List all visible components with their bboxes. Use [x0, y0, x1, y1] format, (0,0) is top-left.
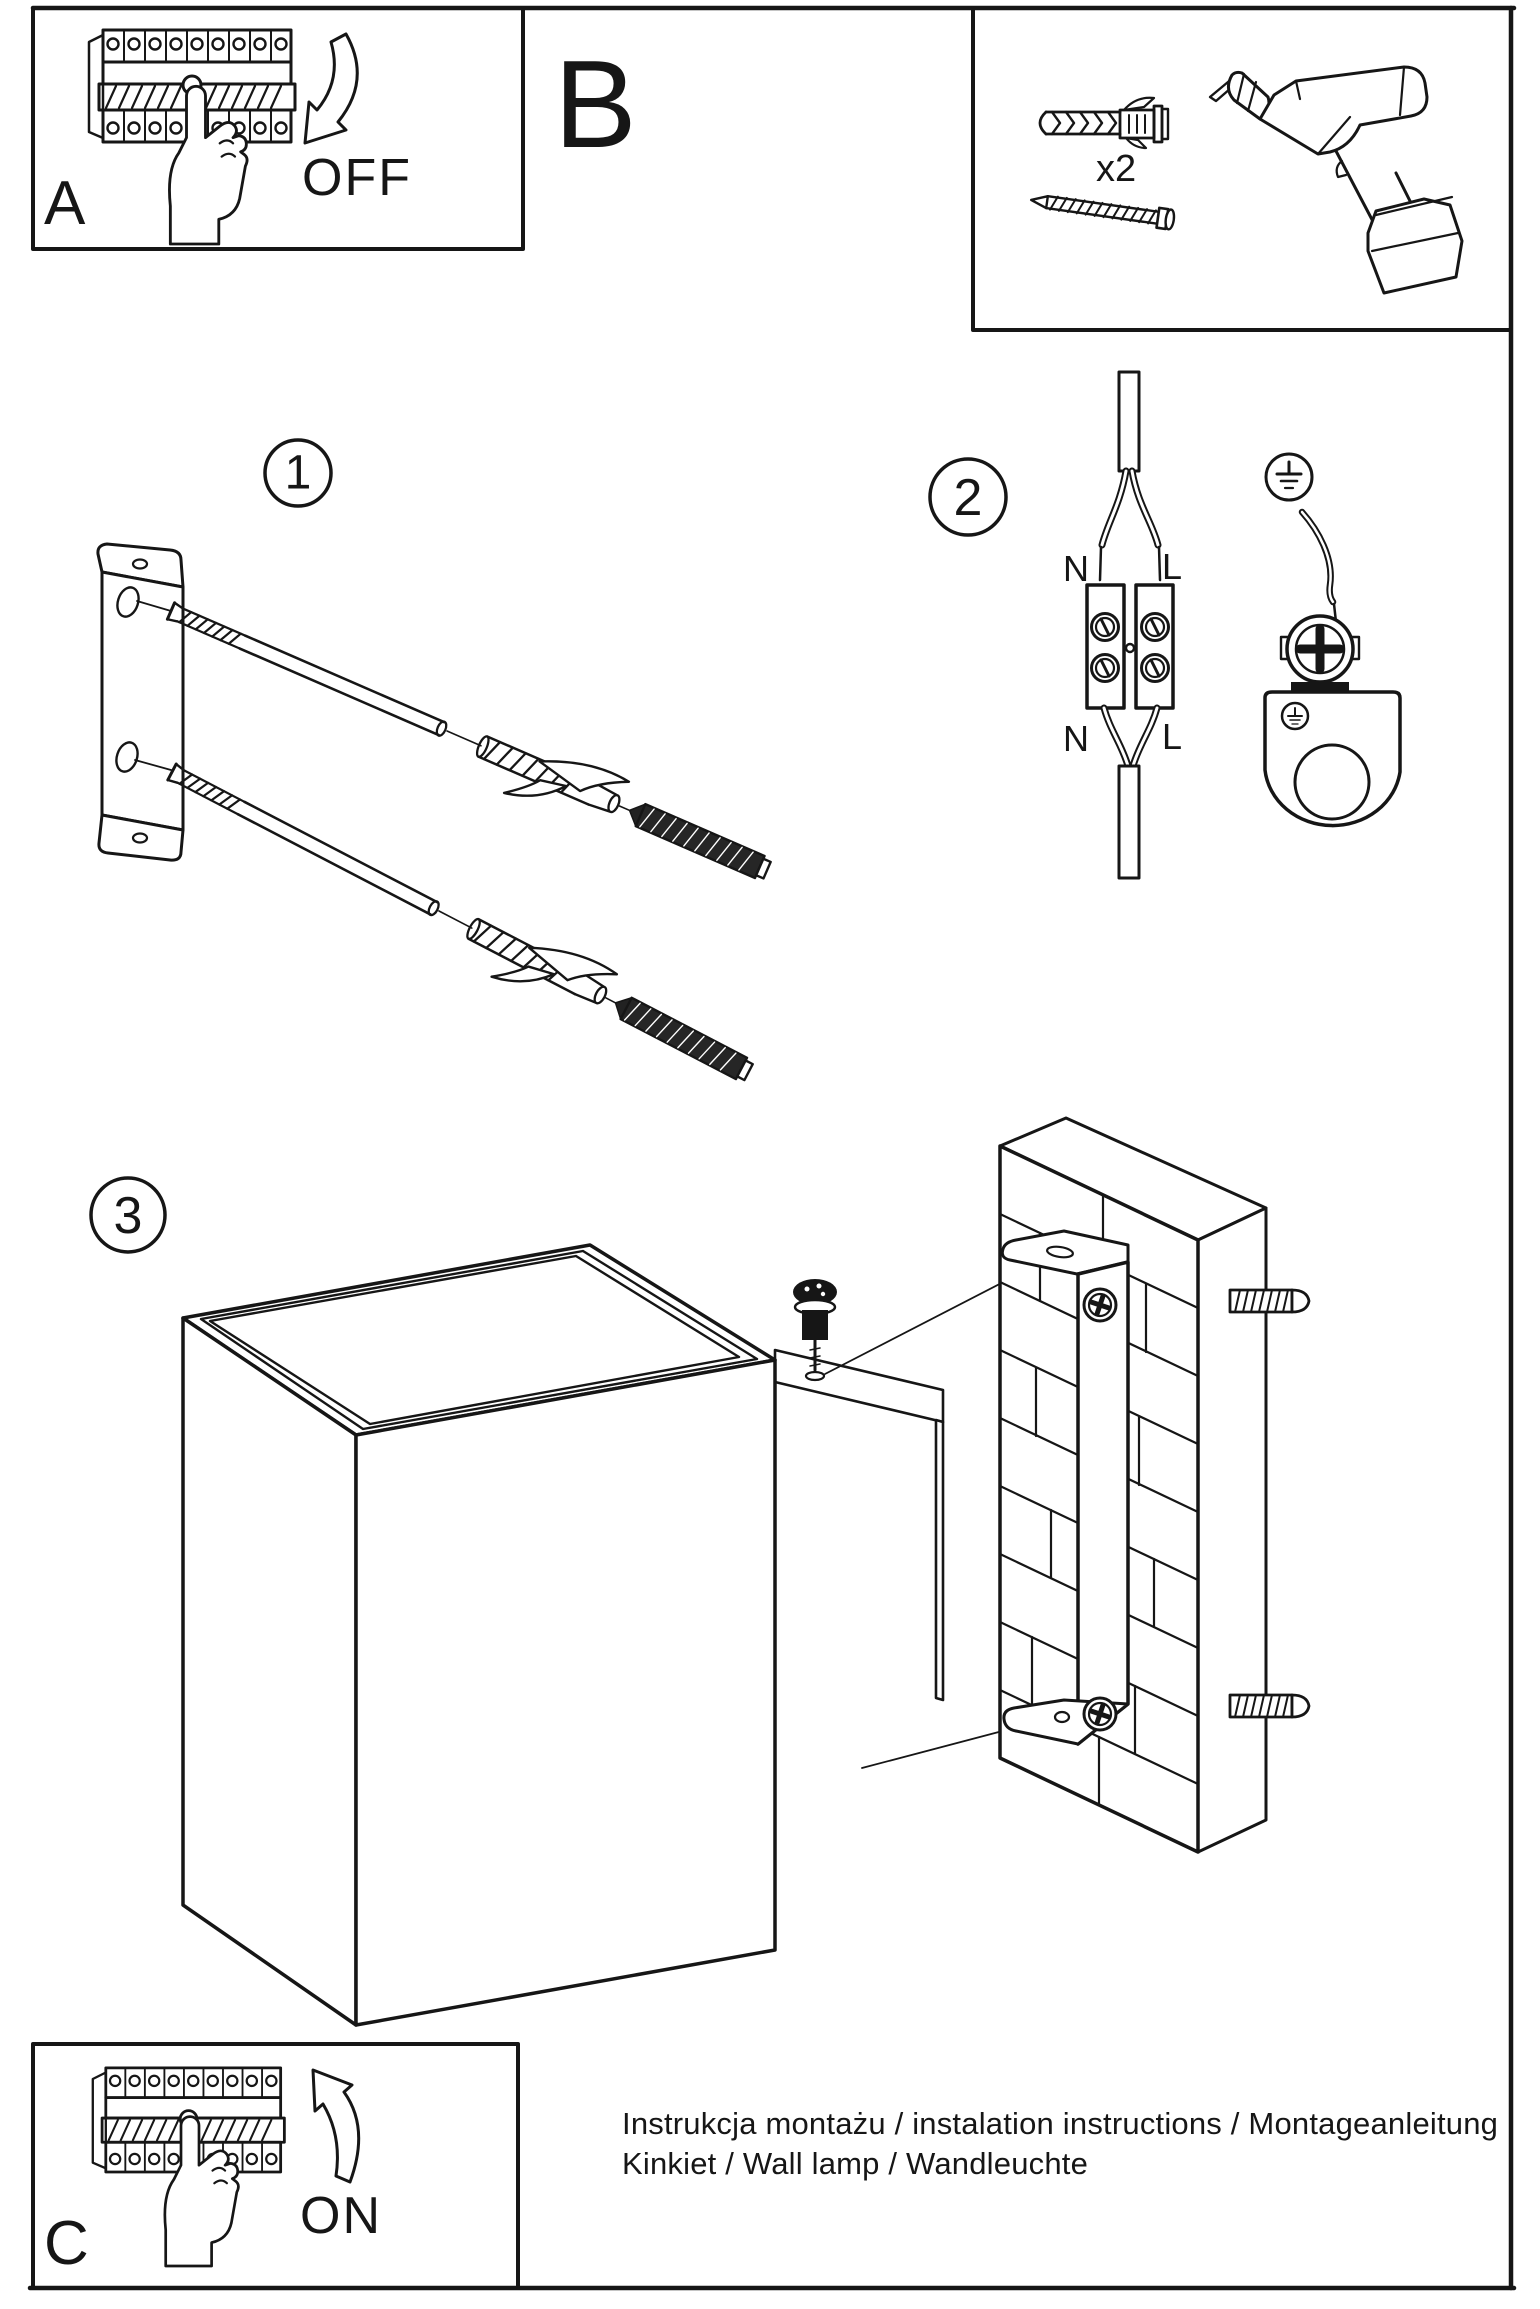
panel-a-box: [31, 6, 525, 251]
wire-label-l-top: L: [1162, 546, 1183, 587]
wall-plug-icon: [1038, 96, 1170, 150]
leader-line: [136, 600, 172, 612]
phillips-screw-icon: [1084, 1698, 1116, 1730]
power-cable-icon: [1098, 370, 1162, 582]
wall-lamp-cube-icon: [181, 1243, 777, 2027]
lamp-bracket-icon: [1263, 690, 1402, 828]
wire-label-l-bottom: L: [1162, 716, 1183, 757]
step2-number: 2: [953, 468, 983, 527]
curved-arrow-up-icon: [311, 2068, 361, 2184]
wall-stud-icon: [1228, 1288, 1311, 1314]
terminal-screw-icon: [1090, 612, 1170, 683]
panel-b-label: B: [554, 36, 637, 174]
step1-number: 1: [284, 446, 312, 500]
step2-circle: [928, 457, 1008, 537]
screw-icon: [1029, 195, 1176, 231]
back-plate-icon: [773, 1348, 945, 1702]
tools-box: [971, 6, 1513, 332]
plate-hole: [804, 1370, 826, 1382]
step3-group: [89, 1116, 1311, 2027]
ground-terminal-icon: [1279, 614, 1361, 694]
mounting-screw-icon: [793, 1279, 837, 1372]
wire-label-n-bottom: N: [1063, 718, 1089, 759]
anchor-count-label: x2: [1096, 148, 1137, 190]
drill-icon: [1208, 65, 1464, 295]
brick-wall-icon: [998, 1116, 1268, 1854]
step1-group: [96, 438, 780, 1104]
step3-number: 3: [113, 1186, 143, 1245]
power-cable-bottom-icon: [1100, 704, 1161, 880]
footer-instructions-line1: Instrukcja montażu / instalation instruc…: [622, 2106, 1499, 2141]
wall-stud-icon: [1228, 1693, 1311, 1719]
panel-a-state-off: OFF: [302, 149, 412, 207]
earth-symbol-icon: [1264, 452, 1314, 502]
footer-instructions-line2: Kinkiet / Wall lamp / Wandleuchte: [622, 2146, 1089, 2181]
panel-c-state-on: ON: [300, 2187, 382, 2245]
leader-line: [134, 759, 172, 771]
curved-arrow-down-icon: [303, 32, 359, 145]
mounting-bracket-icon: [96, 542, 185, 862]
wire-label-n-top: N: [1063, 548, 1089, 589]
panel-c-box: [31, 2042, 520, 2290]
panel-a-label: A: [44, 169, 86, 238]
phillips-screw-icon: [1084, 1289, 1116, 1321]
screw-anchor-assembly-icon: [154, 746, 763, 1104]
step2-group: [928, 370, 1402, 880]
screw-anchor-assembly-icon: [155, 584, 780, 903]
step1-circle: [263, 438, 333, 508]
panel-c-label: C: [44, 2209, 89, 2278]
wall-bracket-icon: [1000, 1229, 1130, 1746]
ground-wire-icon: [1298, 508, 1338, 624]
step3-circle: [89, 1176, 167, 1254]
terminal-block-icon: [1085, 583, 1175, 710]
